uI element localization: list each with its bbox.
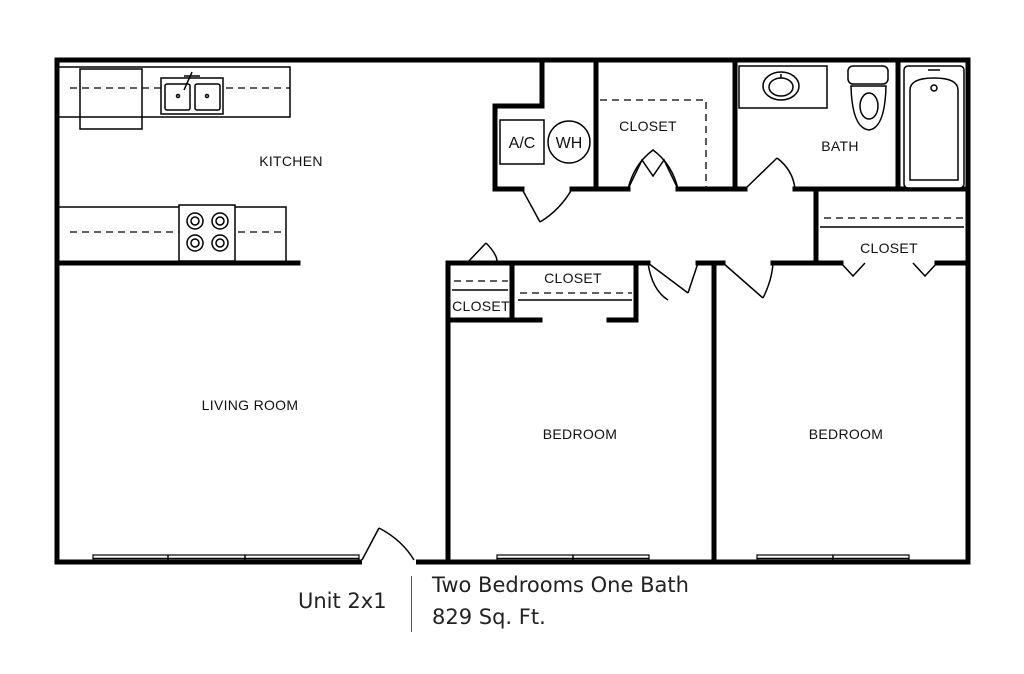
bathtub-icon	[903, 65, 965, 189]
linen-closet-label: CLOSET	[452, 298, 510, 314]
bedroom-1-closet-label: CLOSET	[544, 270, 602, 286]
door-swing-icon	[361, 149, 938, 561]
unit-description: Two Bedrooms One Bath	[432, 573, 689, 597]
ac-unit: A/C	[499, 119, 545, 165]
bath-label: BATH	[821, 138, 859, 154]
toilet-icon	[847, 65, 889, 131]
wh-label: WH	[556, 135, 583, 152]
ac-label: A/C	[509, 135, 536, 152]
kitchen-label: KITCHEN	[259, 153, 323, 169]
living-room-label: LIVING ROOM	[202, 397, 299, 413]
walls	[54, 57, 971, 566]
hall-closet-label: CLOSET	[619, 118, 677, 134]
unit-area: 829 Sq. Ft.	[432, 605, 546, 629]
sink-icon	[160, 71, 224, 115]
lower-counter	[57, 206, 287, 263]
refrigerator	[79, 68, 143, 130]
bedroom-1-label: BEDROOM	[543, 426, 617, 442]
bedroom-2-closet-label: CLOSET	[860, 240, 918, 256]
stove-icon	[178, 204, 236, 262]
unit-name: Unit 2x1	[298, 589, 387, 613]
windows	[92, 554, 910, 563]
bedroom-2-label: BEDROOM	[809, 426, 883, 442]
water-heater: WH	[547, 120, 591, 164]
lavatory-icon	[738, 65, 828, 109]
caption-divider	[411, 576, 412, 632]
